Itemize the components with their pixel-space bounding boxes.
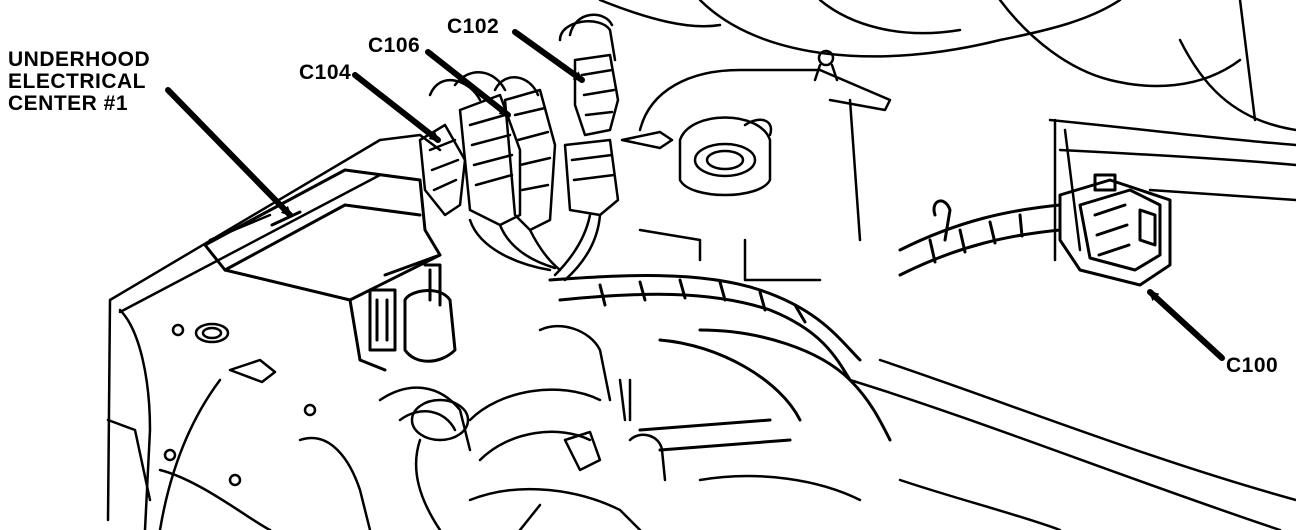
lower-engine: [378, 324, 1062, 530]
arrow-c100: [1147, 289, 1225, 361]
c100-label: C100: [1226, 354, 1279, 377]
leader-arrows: [165, 29, 1225, 361]
label-line: UNDERHOOD: [8, 48, 151, 71]
c102-label: C102: [447, 15, 500, 38]
label-line: CENTER #1: [8, 92, 129, 115]
c100-connector: [1058, 173, 1172, 287]
main-harness: [548, 199, 1062, 452]
arrow-c104: [352, 72, 441, 143]
connector-cluster: [418, 13, 674, 282]
arrow-c106: [425, 49, 511, 118]
arrow-underhood-electrical-center: [165, 87, 293, 218]
underhood-electrical-center-label: UNDERHOOD ELECTRICAL CENTER #1: [8, 49, 150, 115]
reservoir-cap: [638, 49, 892, 282]
underhood-electrical-center-box: [203, 168, 457, 372]
c106-label: C106: [368, 34, 421, 57]
c104-label: C104: [299, 61, 352, 84]
label-line: ELECTRICAL: [8, 70, 146, 93]
body-structure: [598, 0, 1296, 530]
left-apron: [106, 133, 442, 530]
arrow-c102: [512, 29, 585, 83]
